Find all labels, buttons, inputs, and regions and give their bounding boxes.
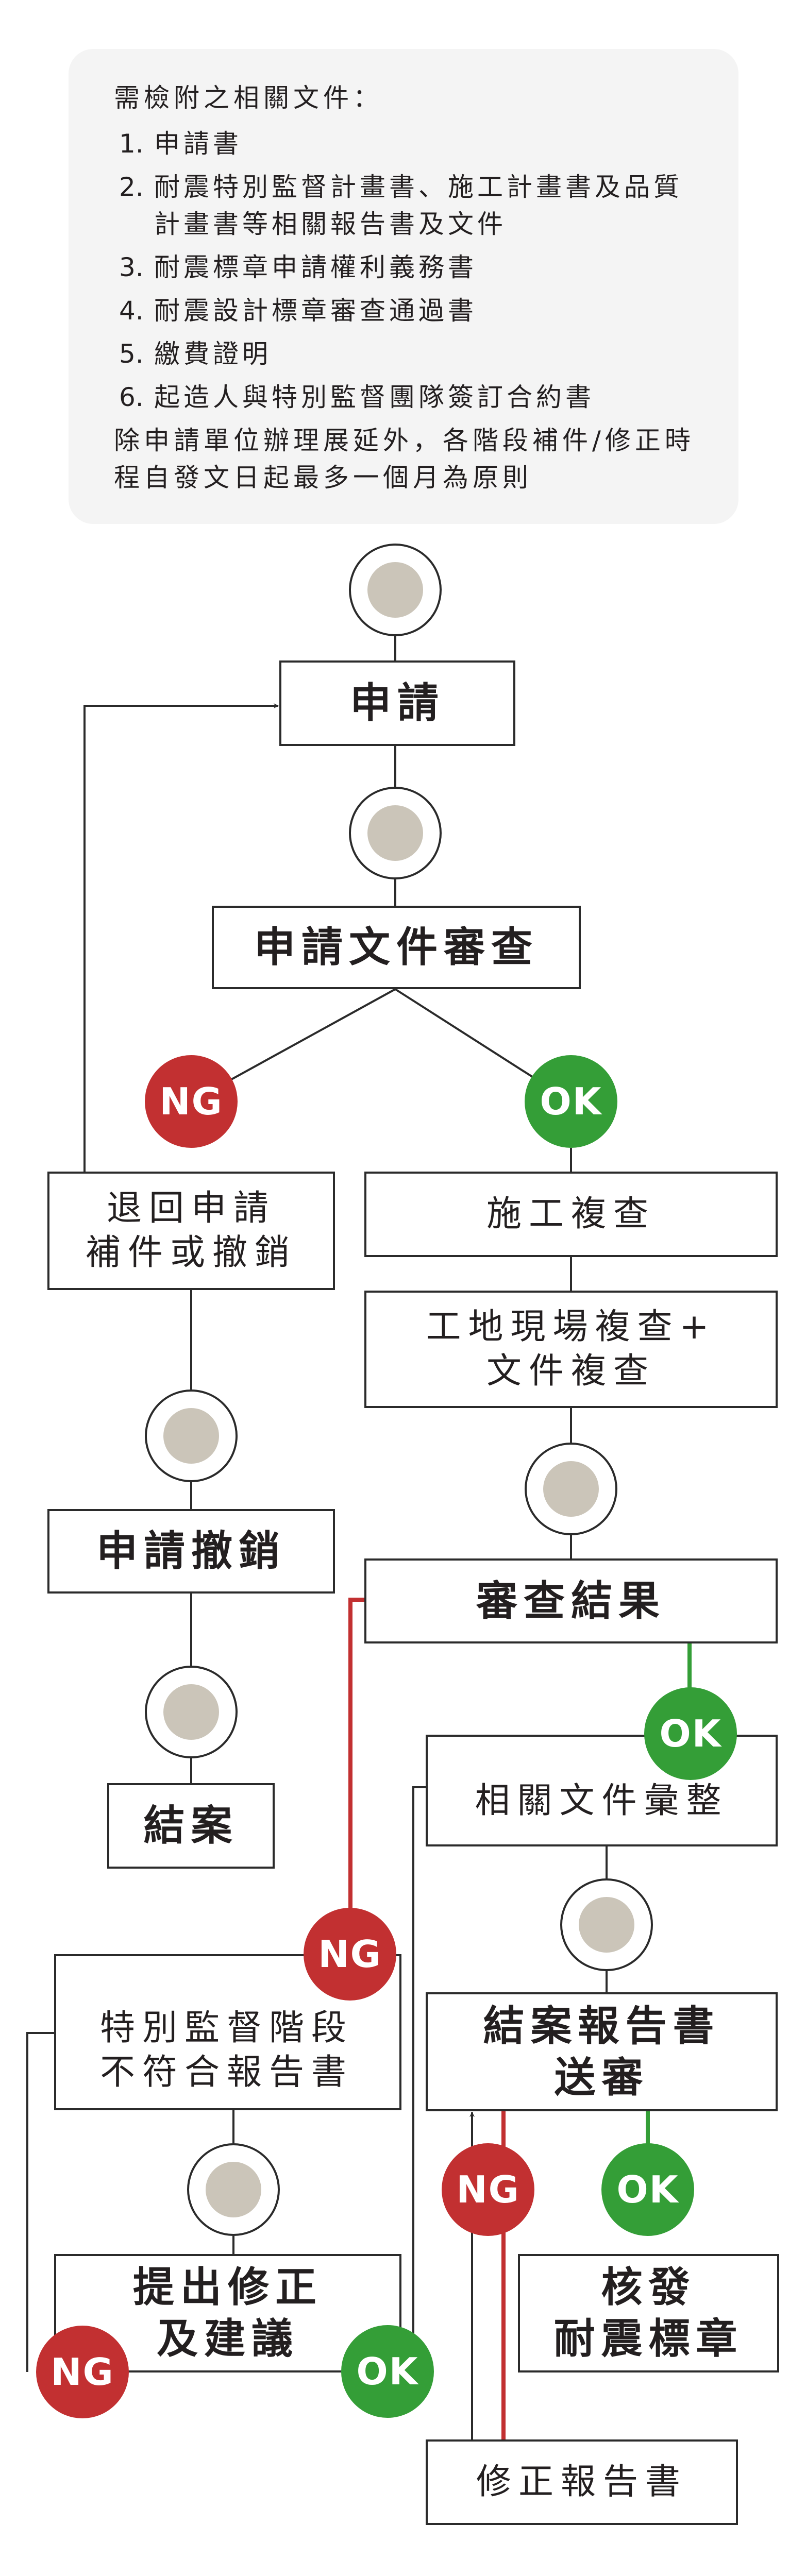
- closing-report-box: 結案報告書 送審: [426, 1992, 778, 2111]
- ng-badge: NG: [145, 1055, 238, 1148]
- list-item: 1. 申請書: [114, 125, 738, 162]
- ng-badge: NG: [36, 2326, 129, 2418]
- doc-review-box: 申請文件審查: [212, 906, 581, 989]
- ok-badge: OK: [601, 2143, 694, 2236]
- item-number: 1.: [119, 129, 144, 159]
- ng-line: [348, 1598, 364, 1954]
- document-list: 1. 申請書 2. 耐震特別監督計畫書、施工計畫書及品質計畫書等相關報告書及文件 3…: [114, 125, 738, 416]
- review-result-box: 審查結果: [364, 1558, 778, 1643]
- construction-review-box: 施工複查: [364, 1172, 778, 1257]
- item-text: 耐震特別監督計畫書、施工計畫書及品質計畫書等相關報告書及文件: [154, 172, 683, 239]
- item-number: 3.: [119, 252, 144, 282]
- step-node: [187, 2143, 280, 2236]
- node-dot: [163, 1684, 219, 1740]
- node-dot: [579, 1897, 634, 1953]
- node-dot: [367, 805, 423, 861]
- site-review-box: 工地現場複查+ 文件複查: [364, 1291, 778, 1408]
- item-number: 5.: [119, 339, 144, 369]
- step-node: [560, 1878, 653, 1971]
- item-text: 起造人與特別監督團隊簽訂合約書: [154, 382, 595, 412]
- note-title: 需檢附之相關文件：: [114, 83, 383, 113]
- item-number: 6.: [119, 382, 144, 412]
- item-text: 申請書: [154, 129, 242, 159]
- close-box: 結案: [107, 1783, 275, 1869]
- step-node: [525, 1443, 617, 1535]
- ng-badge: NG: [442, 2143, 534, 2236]
- step-node: [145, 1389, 238, 1482]
- list-item: 2. 耐震特別監督計畫書、施工計畫書及品質計畫書等相關報告書及文件: [114, 168, 738, 243]
- item-text: 耐震標章申請權利義務書: [154, 252, 477, 282]
- item-number: 4.: [119, 296, 144, 326]
- step-node: [145, 1666, 238, 1758]
- ok-badge: OK: [341, 2325, 434, 2418]
- ok-badge: OK: [525, 1055, 617, 1148]
- apply-box: 申請: [279, 660, 515, 746]
- list-item: 3. 耐震標章申請權利義務書: [114, 249, 738, 286]
- item-text: 繳費證明: [154, 339, 272, 369]
- item-text: 耐震設計標章審查通過書: [154, 296, 477, 326]
- return-arrow: [83, 703, 279, 1172]
- note-footer: 除申請單位辦理展延外，各階段補件/修正時程自發文日起最多一個月為原則: [114, 426, 695, 493]
- ok-badge: OK: [644, 1687, 737, 1780]
- nonconform-report-box: 特別監督階段 不符合報告書: [54, 1954, 401, 2110]
- list-item: 4. 耐震設計標章審查通過書: [114, 292, 738, 329]
- withdraw-box: 申請撤銷: [47, 1509, 335, 1594]
- issue-label-box: 核發 耐震標章: [518, 2254, 779, 2372]
- ng-badge: NG: [304, 1908, 396, 2001]
- list-item: 6. 起造人與特別監督團隊簽訂合約書: [114, 379, 738, 416]
- revised-report-box: 修正報告書: [426, 2439, 738, 2525]
- return-box: 退回申請 補件或撤銷: [47, 1172, 335, 1290]
- item-number: 2.: [119, 172, 144, 202]
- node-dot: [206, 2162, 261, 2217]
- node-dot: [367, 562, 423, 618]
- node-dot: [163, 1408, 219, 1464]
- step-node: [349, 787, 442, 879]
- required-documents-note: 需檢附之相關文件： 1. 申請書 2. 耐震特別監督計畫書、施工計畫書及品質計畫書等…: [69, 49, 738, 524]
- node-dot: [543, 1461, 599, 1517]
- list-item: 5. 繳費證明: [114, 335, 738, 372]
- step-node: [349, 544, 442, 636]
